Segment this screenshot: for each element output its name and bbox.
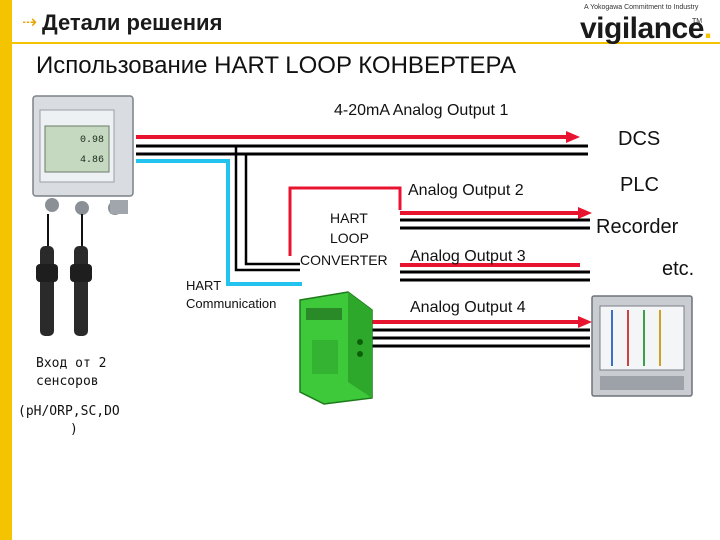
section-title: Детали решения <box>42 10 223 35</box>
converter-label-line1: HART <box>330 210 368 226</box>
left-accent-bar <box>0 0 12 540</box>
hart-loop-converter-device <box>299 291 373 405</box>
sensor-label-line3: (pH/ORP,SC,DO <box>18 404 120 419</box>
sensor-probe-2 <box>70 214 92 336</box>
brand-name-text: vigilance <box>580 12 704 45</box>
output-3-label: Analog Output 3 <box>410 248 526 265</box>
hart-comm-label-line1: HART <box>186 278 222 293</box>
sensor-label-line4: ) <box>70 422 78 437</box>
output1-arrow-icon <box>566 131 580 143</box>
converter-label-line2: LOOP <box>330 230 369 246</box>
brand-trademark: TM <box>692 18 703 25</box>
output-1-label: 4-20mA Analog Output 1 <box>334 102 509 119</box>
hart-comm-label-line2: Communication <box>186 296 277 311</box>
analyzer-reading-1: 0.98 <box>80 135 104 146</box>
sensor-label-line2: сенсоров <box>36 374 99 389</box>
output2-arrow-icon <box>578 207 592 219</box>
brand-tagline: A Yokogawa Commitment to Industry <box>584 4 699 11</box>
analyzer-reading-2: 4.86 <box>80 155 104 166</box>
header-arrow-icon: ⇢ <box>22 12 38 33</box>
dest-etc: etc. <box>662 258 695 280</box>
output-2-label: Analog Output 2 <box>408 182 524 199</box>
dest-plc: PLC <box>620 174 659 196</box>
brand-logo: vigilance. <box>580 12 712 46</box>
output-4-label: Analog Output 4 <box>410 299 526 316</box>
page-title: Использование HART LOOP КОНВЕРТЕРА <box>36 52 516 79</box>
recorder-device <box>591 295 693 397</box>
dest-dcs: DCS <box>618 128 661 150</box>
converter-label-line3: CONVERTER <box>300 252 388 268</box>
analyzer-device: 0.98 4.86 <box>32 95 134 215</box>
sensor-label-line1: Вход от 2 <box>36 356 107 371</box>
output4-arrow-icon <box>578 316 592 328</box>
sensor-probe-1 <box>36 214 58 336</box>
header-divider <box>12 42 720 44</box>
dest-recorder: Recorder <box>596 216 679 238</box>
brand-dot: . <box>703 12 712 45</box>
